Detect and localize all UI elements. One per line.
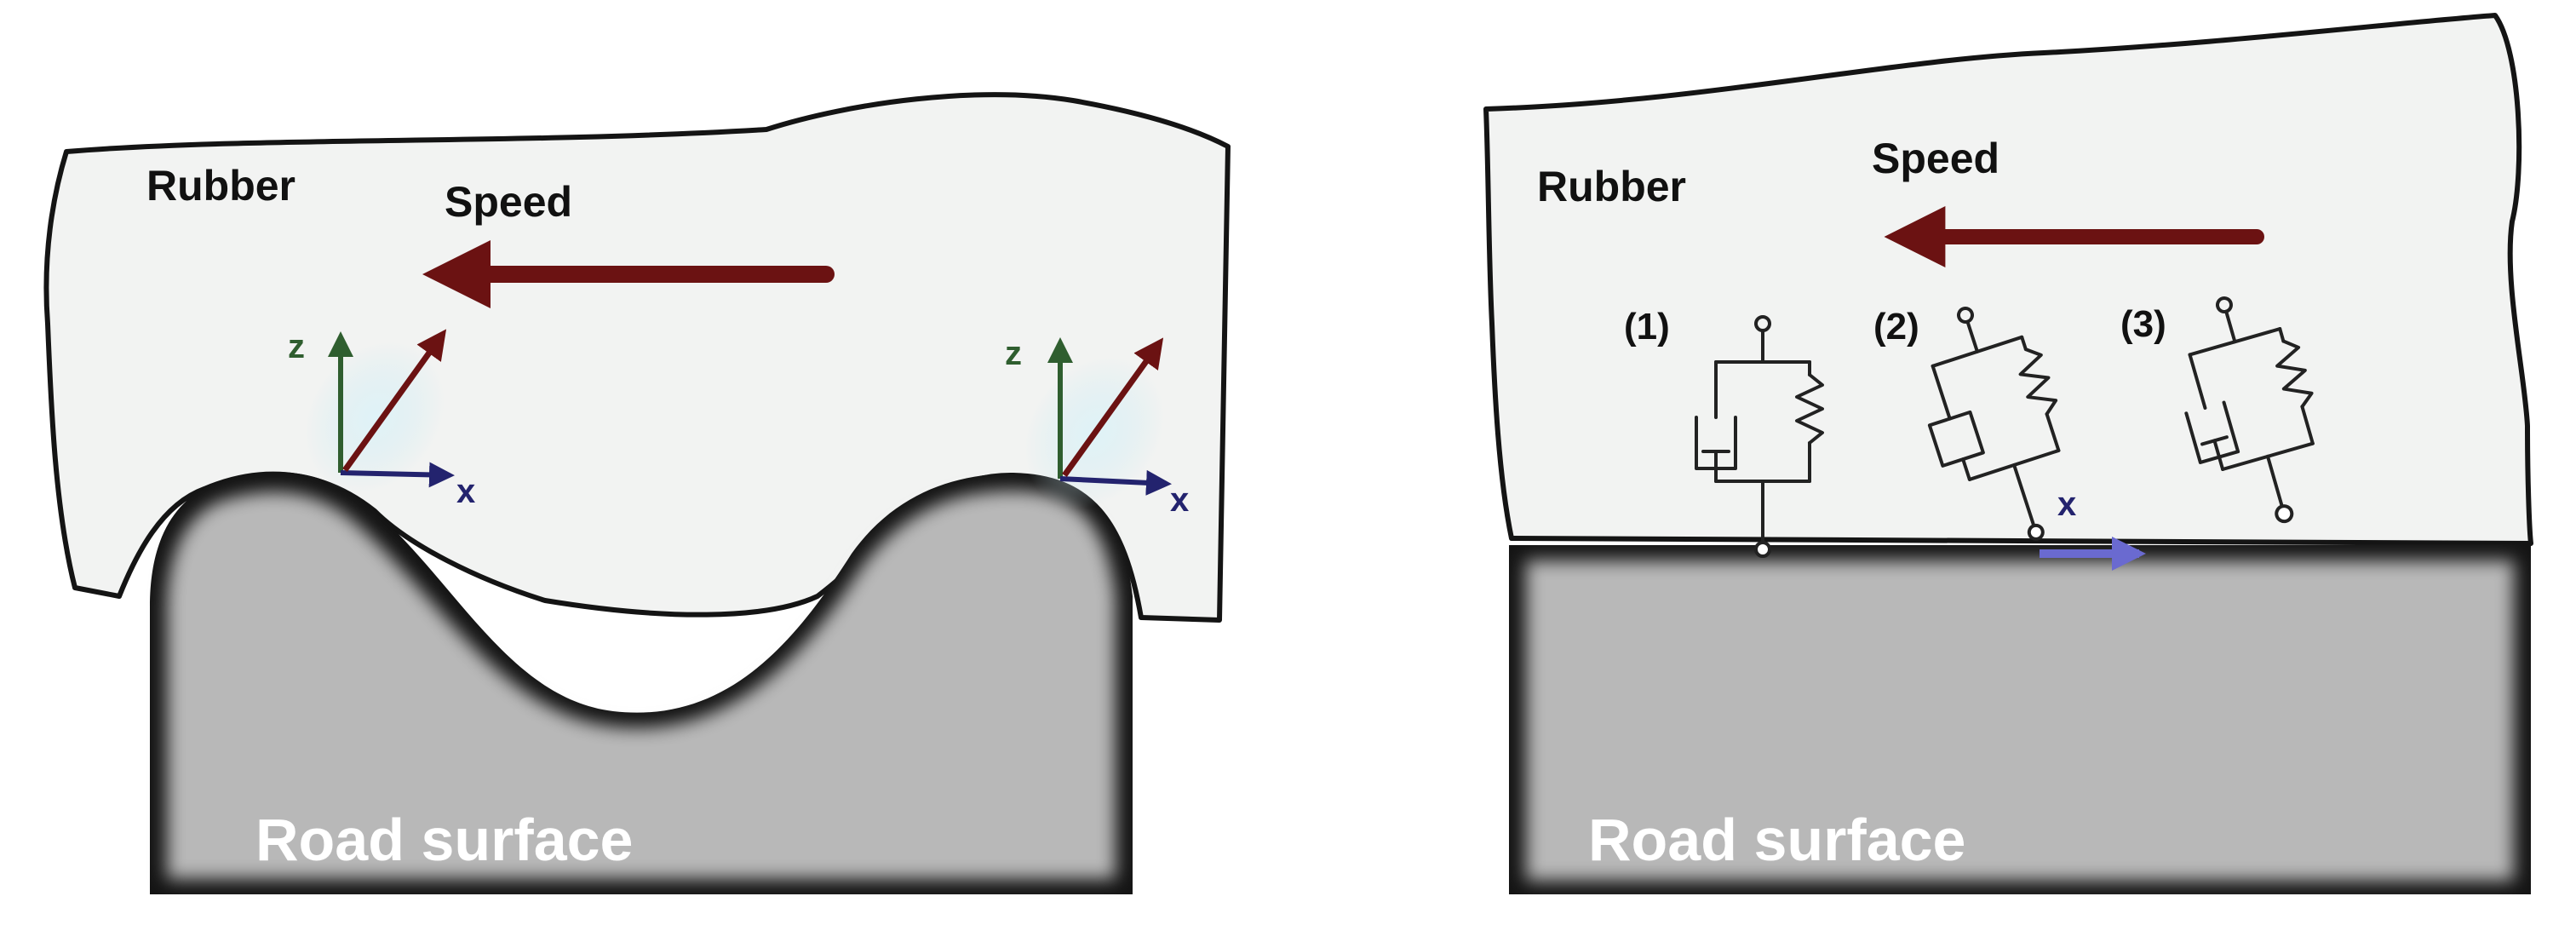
viscoelastic-element-1: (1) bbox=[1624, 306, 1824, 558]
left-panel: z x z x Rubber Speed Road surface bbox=[43, 92, 1231, 894]
left-contact-1: z x bbox=[288, 328, 475, 510]
left-road-surface bbox=[150, 472, 1133, 894]
z-axis-label: z bbox=[1005, 335, 1022, 372]
right-rubber-label: Rubber bbox=[1537, 163, 1686, 210]
tilted-vector-arrow bbox=[1062, 337, 1164, 478]
x-axis-arrow bbox=[340, 462, 455, 488]
x-axis-label: x bbox=[456, 473, 475, 510]
viscoelastic-element-3: (3) bbox=[2120, 296, 2315, 524]
element-label: (2) bbox=[1873, 306, 1919, 348]
right-road-label: Road surface bbox=[1588, 807, 1965, 873]
left-rubber-label: Rubber bbox=[146, 162, 295, 210]
tilted-vector-arrow bbox=[342, 329, 447, 473]
right-panel: (1) (2) bbox=[1483, 13, 2533, 894]
right-speed-label: Speed bbox=[1872, 135, 1999, 182]
z-axis-label: z bbox=[288, 328, 305, 365]
x-axis-arrow bbox=[1059, 469, 1172, 496]
right-road-surface bbox=[1509, 545, 2531, 894]
element-label: (1) bbox=[1624, 306, 1670, 348]
x-axis-label: x bbox=[1170, 481, 1189, 519]
left-speed-label: Speed bbox=[445, 178, 572, 226]
left-contact-2: z x bbox=[1005, 335, 1189, 519]
slip-x-label: x bbox=[2057, 485, 2076, 523]
right-rubber-block bbox=[1483, 13, 2533, 546]
viscoelastic-element-2: (2) bbox=[1873, 306, 2061, 541]
left-road-label: Road surface bbox=[255, 807, 633, 873]
element-label: (3) bbox=[2120, 303, 2166, 345]
